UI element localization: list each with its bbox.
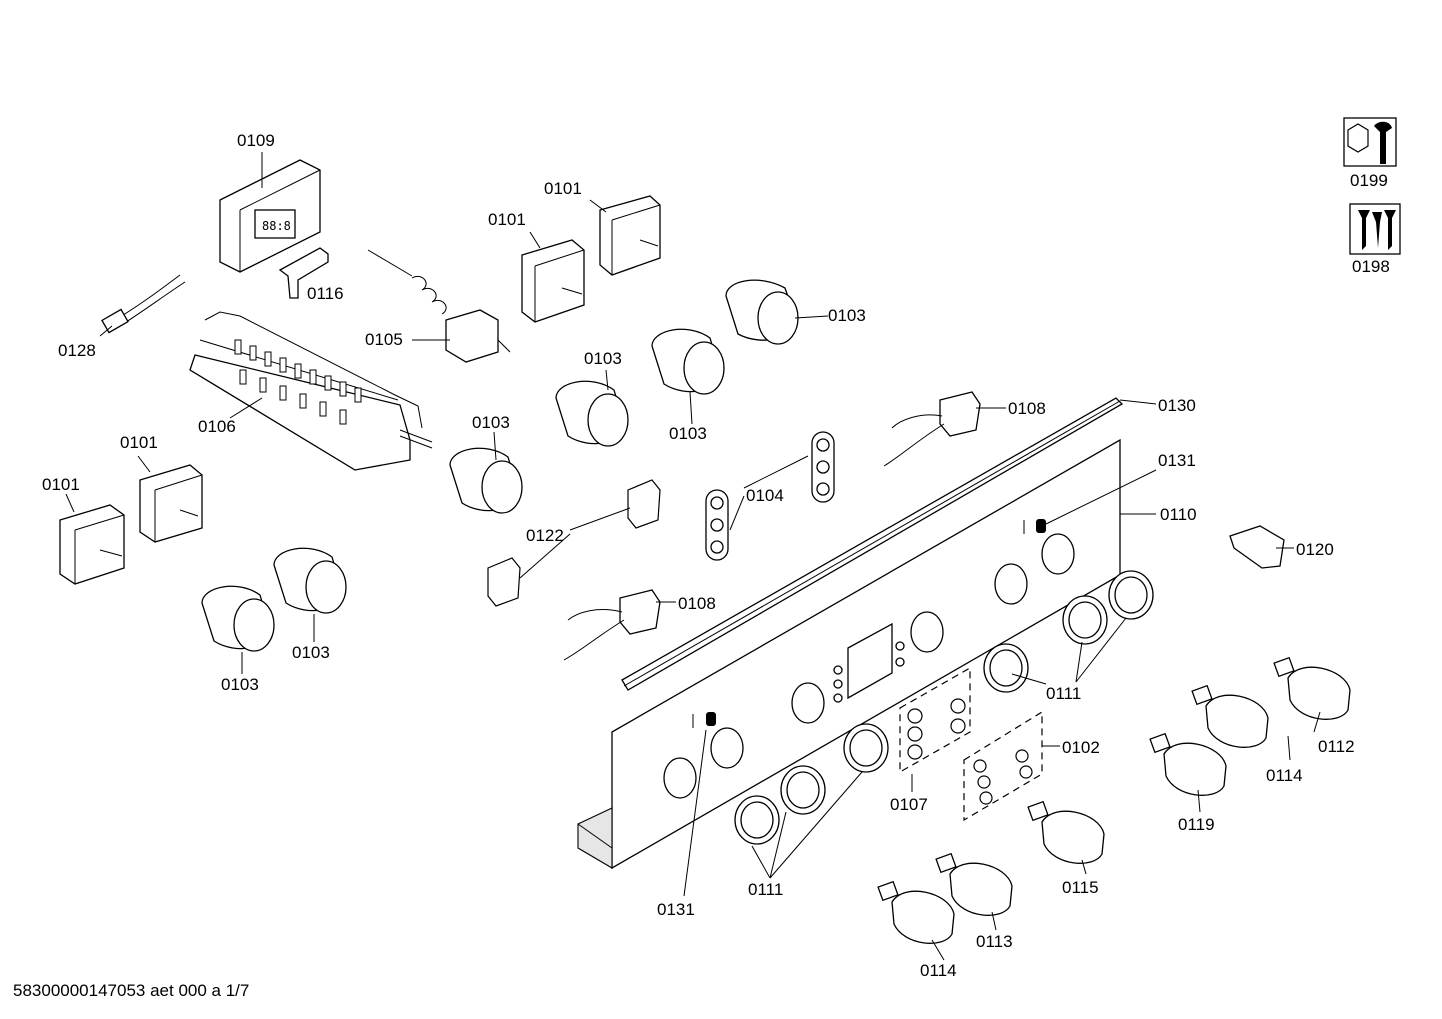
label-0101-b: 0101 [488, 210, 526, 229]
holder-0122 [487, 479, 661, 607]
label-0115: 0115 [1062, 878, 1099, 897]
cable-0128 [101, 274, 186, 334]
label-0102: 0102 [1062, 738, 1100, 757]
label-0103-f: 0103 [221, 675, 259, 694]
buttons-0107 [899, 666, 971, 774]
document-id-footer: 58300000147053 aet 000 a 1/7 [13, 981, 250, 1000]
label-0111-a: 0111 [1046, 684, 1082, 703]
label-0111-b: 0111 [748, 880, 784, 899]
label-0114-b: 0114 [920, 961, 957, 980]
label-0112: 0112 [1318, 737, 1355, 756]
programmer-module-0109: 88:8 [219, 159, 321, 273]
leader-lines [65, 152, 1321, 961]
selector-switch-0106 [189, 311, 433, 471]
label-0109: 0109 [237, 131, 275, 150]
label-0108-a: 0108 [1008, 399, 1046, 418]
label-0105: 0105 [365, 330, 403, 349]
part-0120 [1229, 525, 1285, 569]
label-0130: 0130 [1158, 396, 1196, 415]
label-0108-b: 0108 [678, 594, 716, 613]
label-0104: 0104 [746, 486, 784, 505]
label-0114-a: 0114 [1266, 766, 1303, 785]
label-0101-c: 0101 [120, 433, 158, 452]
wire-0108 [563, 391, 981, 661]
switch-0101-b [521, 239, 585, 323]
nut-wrench-icon [1343, 117, 1397, 167]
rings-0111 [734, 570, 1154, 845]
switch-0101-a [599, 195, 661, 276]
label-0116: 0116 [307, 284, 344, 303]
label-0119: 0119 [1178, 815, 1215, 834]
screws-icon [1349, 203, 1401, 255]
clip-0116 [278, 247, 329, 299]
spacer-0104 [705, 431, 835, 561]
label-0120: 0120 [1296, 540, 1334, 559]
control-panel-0110 [577, 438, 1121, 870]
label-0101-a: 0101 [544, 179, 582, 198]
trim-strip-0130 [621, 397, 1124, 691]
switch-0101-c [139, 464, 203, 543]
svg-text:88:8: 88:8 [262, 219, 291, 233]
label-0103-d: 0103 [472, 413, 510, 432]
sleeve-0103-group [201, 279, 799, 652]
label-0131-b: 0131 [657, 900, 695, 919]
thermostat-0105 [367, 249, 511, 363]
label-0122: 0122 [526, 526, 564, 545]
label-0103-e: 0103 [292, 643, 330, 662]
buttons-0102 [963, 710, 1043, 822]
label-0199: 0199 [1350, 171, 1388, 190]
knobs [877, 656, 1351, 944]
switch-0101-d [59, 504, 125, 585]
label-0103-c: 0103 [669, 424, 707, 443]
label-0103-a: 0103 [828, 306, 866, 325]
label-0198: 0198 [1352, 257, 1390, 276]
label-0110: 0110 [1160, 505, 1197, 524]
label-0128: 0128 [58, 341, 96, 360]
label-0106: 0106 [198, 417, 236, 436]
label-0103-b: 0103 [584, 349, 622, 368]
label-0131-a: 0131 [1158, 451, 1196, 470]
label-0107: 0107 [890, 795, 928, 814]
label-0113: 0113 [976, 932, 1013, 951]
label-0101-d: 0101 [42, 475, 80, 494]
